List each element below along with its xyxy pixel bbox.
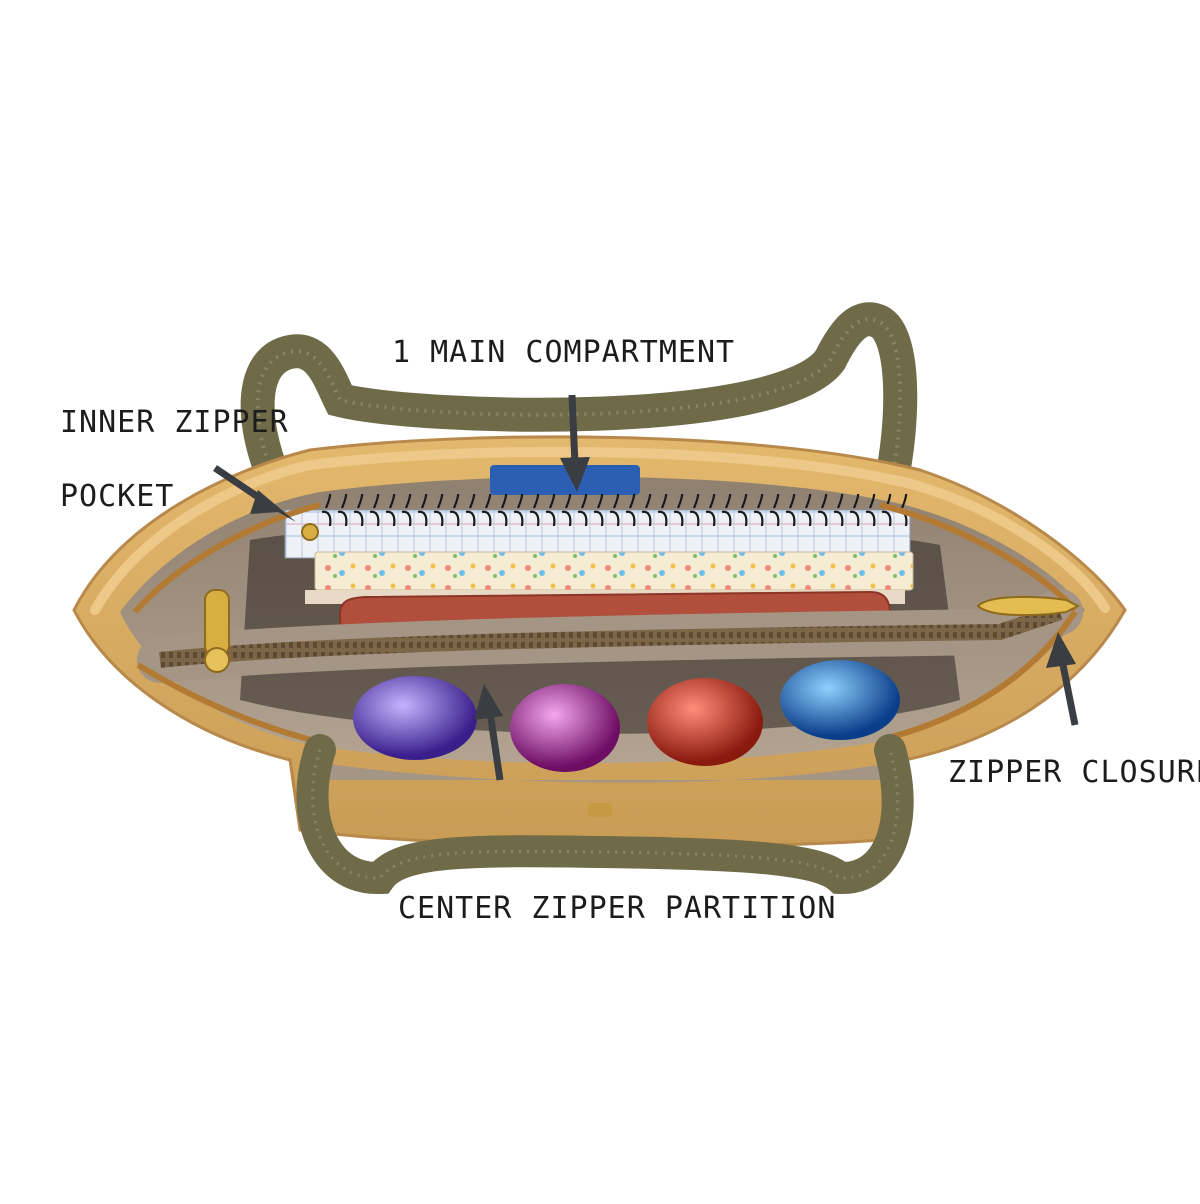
zipper-closure-tape xyxy=(132,502,1078,614)
label-main-compartment: 1 MAIN COMPARTMENT xyxy=(392,335,736,370)
lower-compartment-items xyxy=(300,660,905,783)
brand-logo-plate xyxy=(588,803,612,817)
bag-rim xyxy=(90,446,1110,615)
label-center-partition: CENTER ZIPPER PARTITION xyxy=(398,891,837,926)
inner-pocket-zipper-pull xyxy=(301,523,319,541)
arrow-inner-pocket xyxy=(213,465,296,522)
floral-notebook xyxy=(314,551,914,591)
center-zipper xyxy=(137,589,1083,683)
arrow-main-compartment xyxy=(560,394,590,492)
arrow-zipper-closure xyxy=(1046,632,1079,726)
label-inner-zipper-line1: INNER ZIPPER xyxy=(60,405,289,440)
arrow-center-partition xyxy=(474,684,504,781)
zipper-pull-right xyxy=(976,595,1081,617)
zipper-pull-left xyxy=(204,589,230,673)
back-handle xyxy=(240,302,918,505)
front-handle xyxy=(296,734,914,894)
label-zipper-closure: ZIPPER CLOSURE xyxy=(948,755,1200,790)
label-inner-zipper-line2: POCKET xyxy=(60,479,175,514)
